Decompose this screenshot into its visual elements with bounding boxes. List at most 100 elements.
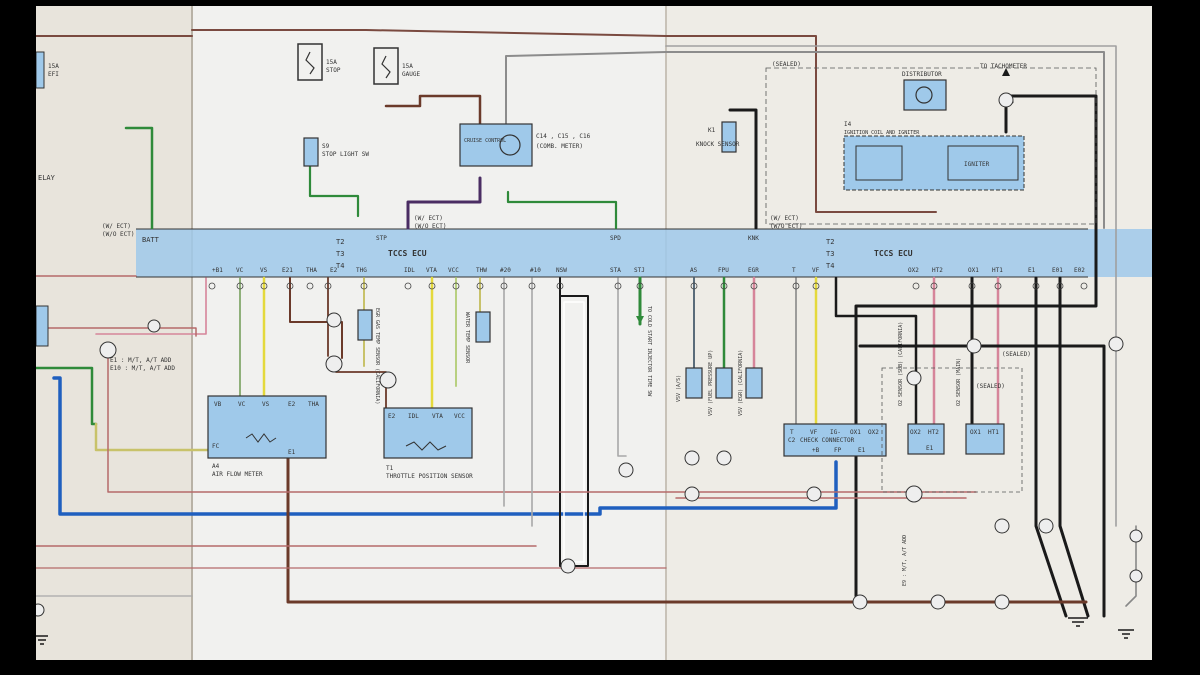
wire-nsw-loop bbox=[559, 277, 589, 567]
ecu-pin: STJ bbox=[634, 267, 645, 274]
stop-light-switch bbox=[303, 137, 319, 167]
ecu-pin: THA bbox=[306, 267, 317, 274]
afm-pin-e2: E2 bbox=[288, 401, 296, 408]
cold-start-arrow-icon bbox=[636, 316, 644, 324]
cc-pin-b: +B bbox=[812, 447, 820, 454]
knock-sensor-code: K1 bbox=[708, 127, 716, 134]
o2-sub-pin-ox2: OX2 bbox=[910, 429, 921, 436]
ecu-pin: THW bbox=[476, 267, 487, 274]
ecu-pin: STA bbox=[610, 267, 621, 274]
wire-right-gnd bbox=[1125, 525, 1137, 607]
cc-name: CHECK CONNECTOR bbox=[800, 437, 855, 444]
fuse-stop-icon bbox=[305, 51, 315, 75]
ecu-woect-label: (W/O ECT) bbox=[102, 231, 135, 238]
ecu-pin: VS bbox=[260, 267, 268, 274]
wire-efi-green bbox=[124, 126, 154, 230]
ignition-coil bbox=[855, 145, 903, 181]
sealed-label-ht: (SEALED) bbox=[1002, 351, 1031, 358]
ecu-title-right: TCCS ECU bbox=[874, 249, 913, 258]
ecu-pin: OX2 bbox=[908, 267, 919, 274]
distributor-label: DISTRIBUTOR bbox=[902, 71, 942, 78]
wiring-diagram: T2 T3 T4 TCCS ECU T2 T3 T4 TCCS ECU BATT… bbox=[31, 6, 1188, 660]
wire-sta bbox=[617, 277, 627, 457]
cc-pin-fp: FP bbox=[834, 447, 842, 454]
ecu-pin: E01 bbox=[1052, 267, 1063, 274]
fuse-stop bbox=[297, 43, 323, 81]
igniter-box bbox=[947, 145, 1019, 181]
tach-arrow-icon bbox=[1002, 68, 1010, 76]
egr-temp-name: EGR GAS TEMP SENSOR (CALIFORNIA) bbox=[374, 308, 380, 404]
ignition-coil-igniter bbox=[843, 135, 1025, 191]
ecu-pin: VC bbox=[236, 267, 244, 274]
afm-pin-vb: VB bbox=[214, 401, 222, 408]
vsv-egr-name: VSV (EGR) (CALIFORNIA) bbox=[738, 350, 744, 416]
ecu-title-left: TCCS ECU bbox=[388, 249, 427, 258]
fuse-gauge-icon bbox=[381, 55, 391, 79]
connector-node bbox=[684, 450, 700, 466]
page-right bbox=[666, 6, 1152, 660]
ecu-wect-label: (W/ ECT) bbox=[102, 223, 131, 230]
junction-node bbox=[325, 355, 343, 373]
ecu-pin-terminals bbox=[208, 282, 1088, 290]
stop-switch-name: STOP LIGHT SW bbox=[322, 151, 369, 158]
ecu-pin: #20 bbox=[500, 267, 511, 274]
comb-meter bbox=[459, 123, 533, 167]
ecu-pin: #10 bbox=[530, 267, 541, 274]
wire-gray-top bbox=[505, 51, 1105, 229]
sealed-label-top: (SEALED) bbox=[772, 61, 801, 68]
o2-main-pin-ht1: HT1 bbox=[988, 429, 999, 436]
distributor-icon bbox=[915, 86, 933, 104]
wire-green-yellow bbox=[94, 422, 210, 452]
sealed-label-o2: (SEALED) bbox=[976, 383, 1005, 390]
cc-pin-vf: VF bbox=[810, 429, 818, 436]
connector-node bbox=[1129, 569, 1143, 583]
wire-green-g-y bbox=[34, 366, 98, 426]
o2-sub-pin-ht2: HT2 bbox=[928, 429, 939, 436]
knock-sensor bbox=[721, 121, 737, 153]
afm-pin-fc: FC bbox=[212, 443, 220, 450]
o2-main-name: O2 SENSOR (MAIN) bbox=[956, 358, 962, 406]
check-connector bbox=[783, 423, 887, 457]
afm-pin-tha: THA bbox=[308, 401, 319, 408]
ecu-code-t3-right: T3 bbox=[826, 250, 834, 258]
connector-node bbox=[852, 594, 868, 610]
wire-e21 bbox=[289, 277, 343, 359]
water-temp-name: WATER TEMP SENSOR bbox=[464, 312, 470, 364]
ecu-code-t3-left: T3 bbox=[336, 250, 344, 258]
air-flow-meter bbox=[207, 395, 327, 459]
ecu-pin: THG bbox=[356, 267, 367, 274]
ground-note-1: E1 : M/T, A/T ADD bbox=[110, 357, 172, 364]
o2-sub-pin-e1: E1 bbox=[926, 445, 934, 452]
ecu-wect-stp: (W/ ECT) bbox=[414, 215, 443, 222]
knock-sensor-name: KNOCK SENSOR bbox=[696, 141, 740, 148]
tps-pin-vcc: VCC bbox=[454, 413, 465, 420]
ecu-woect-stp: (W/O ECT) bbox=[414, 223, 447, 230]
wire-speed-green bbox=[506, 190, 618, 230]
speed-sensor-icon bbox=[499, 134, 521, 156]
tps-pin-vta: VTA bbox=[432, 413, 443, 420]
wire-pink-b1 bbox=[95, 277, 207, 335]
junction-node bbox=[99, 341, 117, 359]
ecu-pin: HT2 bbox=[932, 267, 943, 274]
comb-meter-name: (COMB. METER) bbox=[536, 143, 583, 150]
wire-violet-v bbox=[406, 176, 482, 230]
page-left-fragment bbox=[36, 6, 192, 660]
cc-pin-e1: E1 bbox=[858, 447, 866, 454]
connector-node bbox=[906, 370, 922, 386]
ecu-pin-batt: BATT bbox=[142, 236, 160, 244]
vsv-as bbox=[685, 367, 703, 399]
junction-node bbox=[379, 371, 397, 389]
wire-brown-ground bbox=[286, 456, 1088, 604]
cold-start-label: TO COLD START INJECTOR TIME SW bbox=[646, 306, 652, 397]
stop-switch-code: S9 bbox=[322, 143, 330, 150]
connector-node bbox=[966, 338, 982, 354]
ecu-code-t2-right: T2 bbox=[826, 238, 834, 246]
connector-node bbox=[618, 462, 634, 478]
connector-node bbox=[31, 603, 45, 617]
ecu-woect-knk: (W/O ECT) bbox=[770, 223, 803, 230]
ecu-pin: E2 bbox=[330, 267, 338, 274]
ignition-coil-name: IGNITION COIL AND IGNITER bbox=[844, 130, 920, 136]
connector-node bbox=[930, 594, 946, 610]
afm-pin-vc: VC bbox=[238, 401, 246, 408]
ground-note-2: E10 : M/T, A/T ADD bbox=[110, 365, 175, 372]
